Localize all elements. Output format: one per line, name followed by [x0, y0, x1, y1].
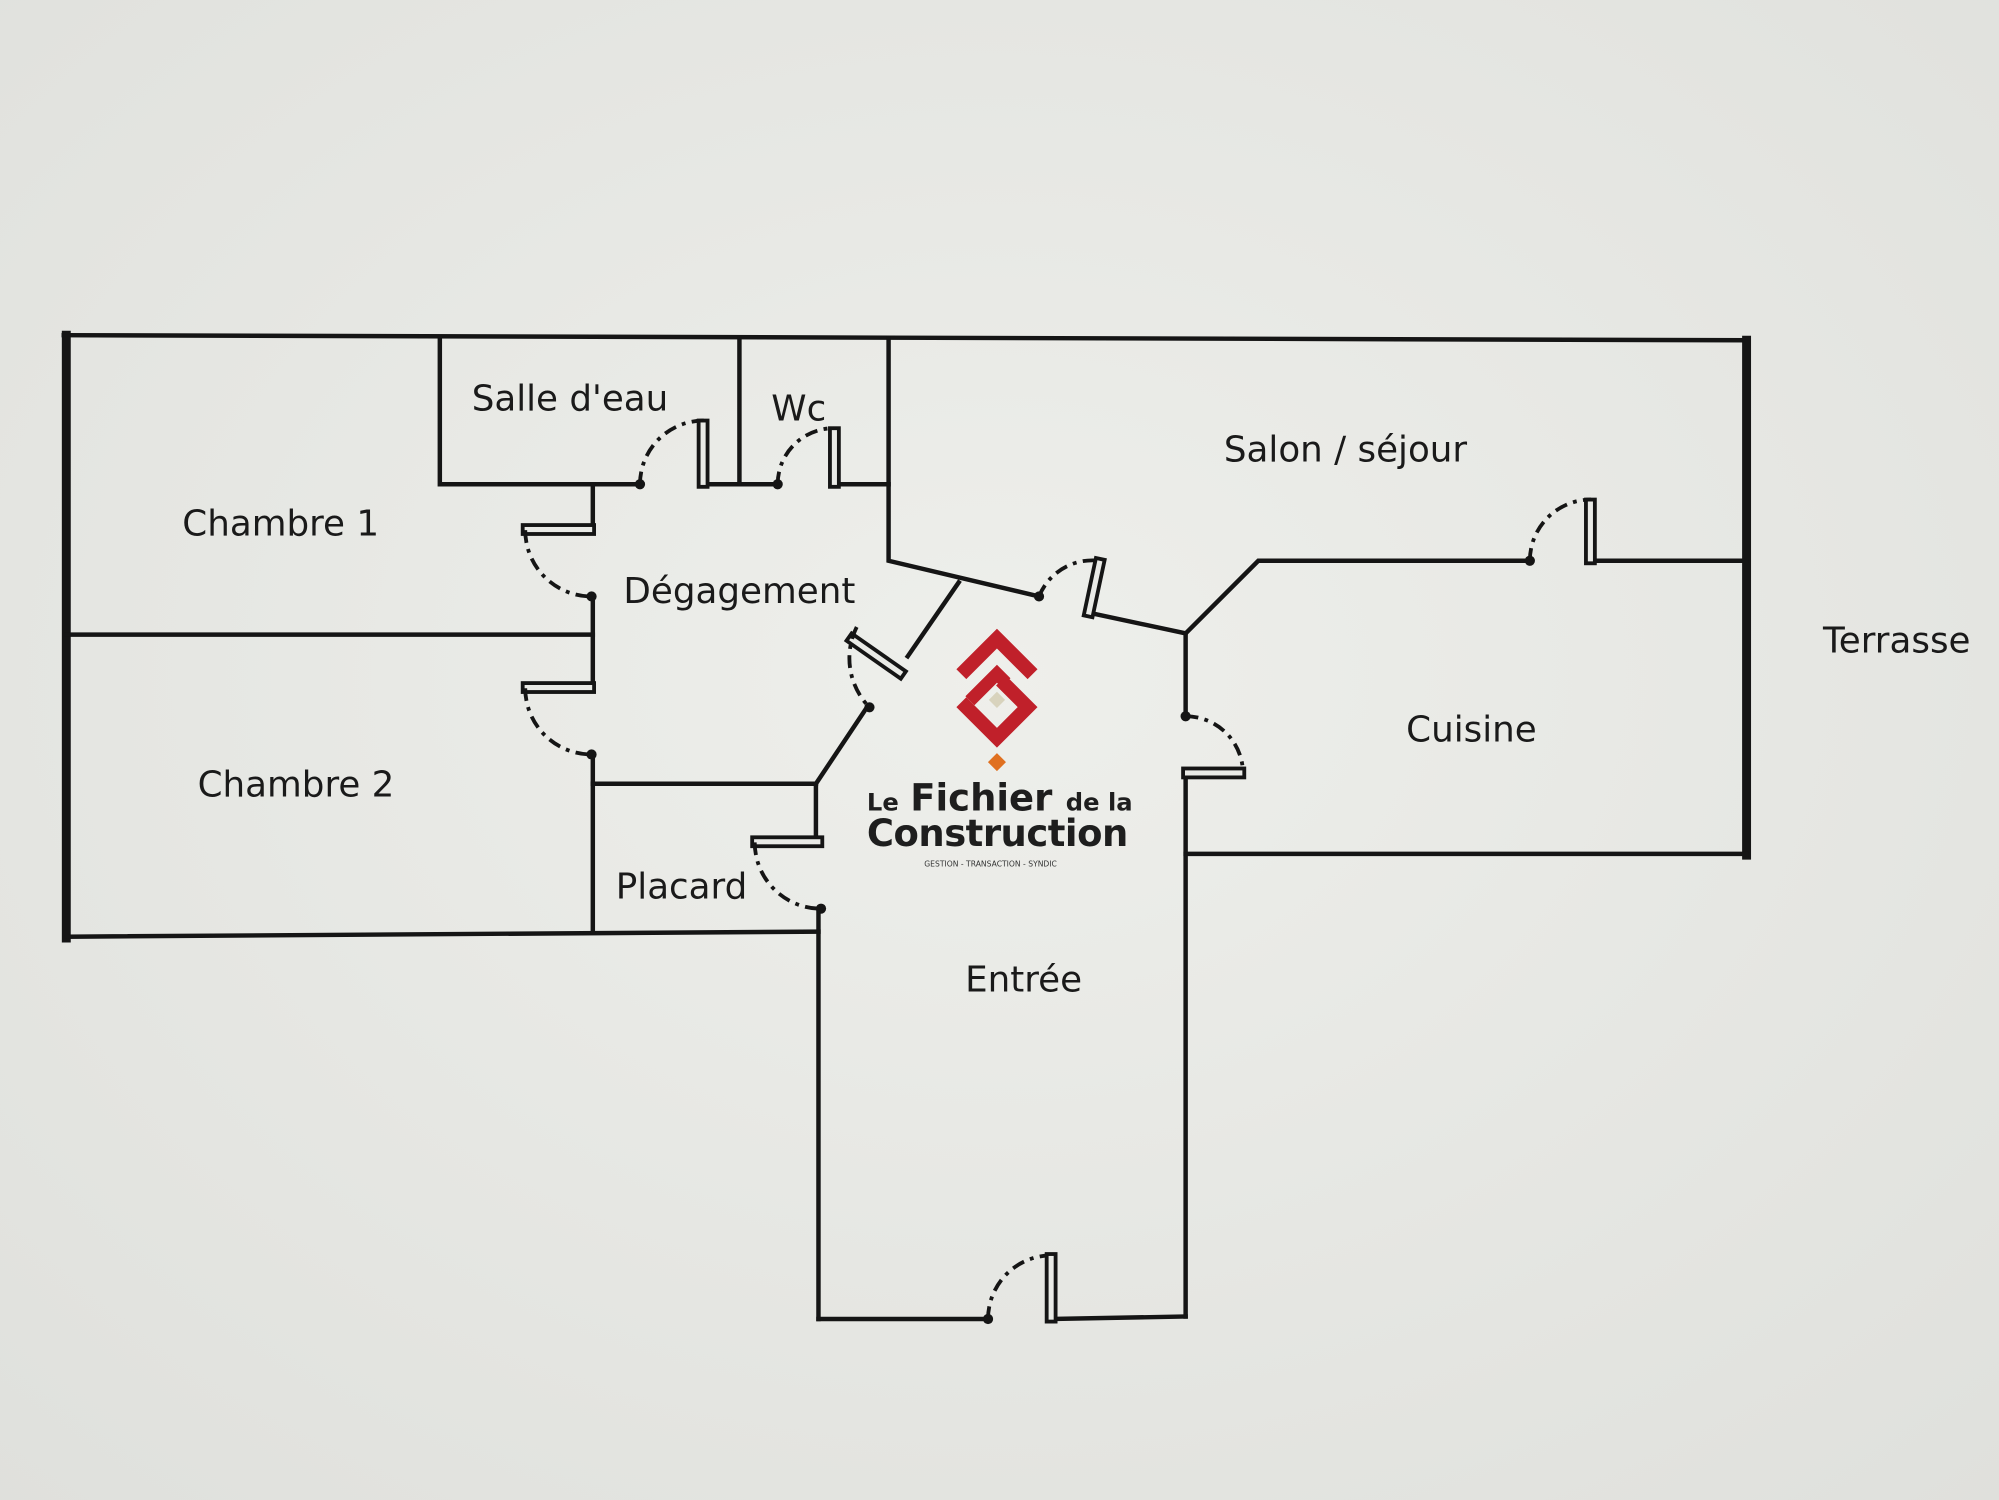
room-label-salon: Salon / séjour — [1224, 429, 1468, 470]
logo-le: Le — [867, 789, 899, 817]
room-label-cuisine: Cuisine — [1406, 710, 1537, 751]
room-label-chambre-1: Chambre 1 — [182, 503, 379, 544]
room-label-entree: Entrée — [965, 960, 1082, 1001]
logo-fichier: Fichier — [910, 777, 1053, 820]
room-labels: Chambre 1 Chambre 2 Salle d'eau Wc Salon… — [182, 378, 1970, 1000]
walls — [61, 330, 1752, 1322]
room-label-degagement: Dégagement — [623, 571, 855, 612]
room-label-terrasse: Terrasse — [1822, 621, 1970, 662]
logo-de-la: de la — [1066, 789, 1133, 817]
logo-tagline: GESTION - TRANSACTION - SYNDIC — [924, 860, 1057, 869]
room-label-wc: Wc — [771, 389, 826, 430]
room-label-salle-deau: Salle d'eau — [472, 378, 669, 419]
doors — [520, 418, 1597, 1325]
logo-construction: Construction — [867, 812, 1128, 855]
room-label-placard: Placard — [616, 866, 748, 907]
room-label-chambre-2: Chambre 2 — [198, 765, 395, 806]
company-logo: Le Fichier de la Construction GESTION - … — [867, 628, 1133, 869]
